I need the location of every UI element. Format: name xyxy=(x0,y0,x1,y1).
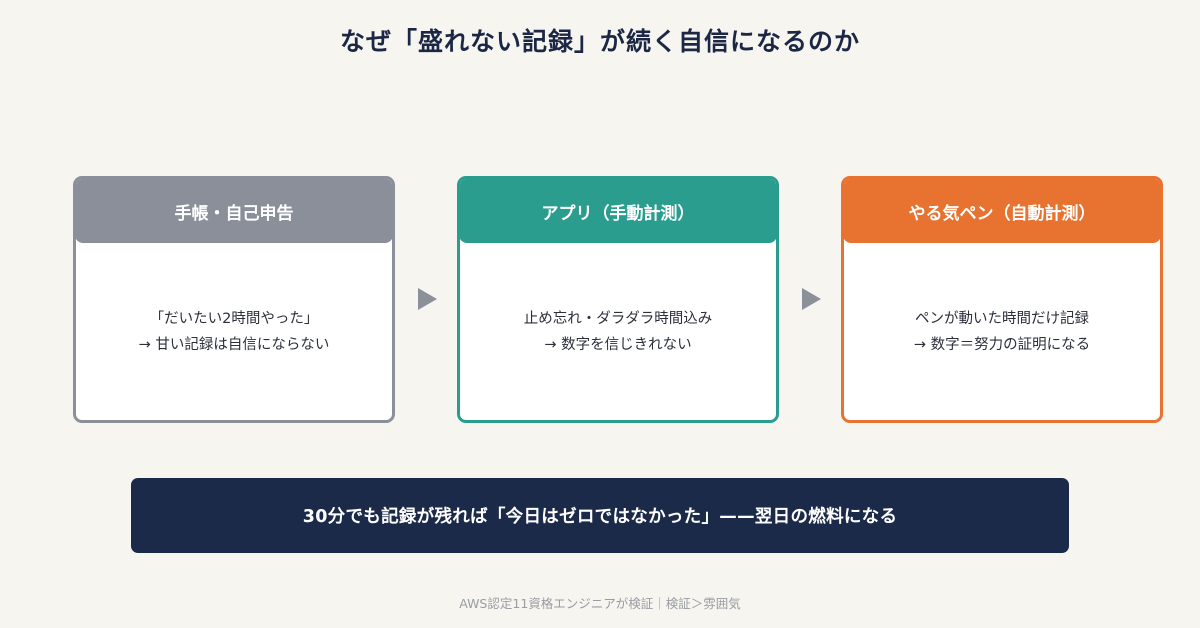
card-line: ペンが動いた時間だけ記録 xyxy=(915,310,1089,327)
arrow-right-icon xyxy=(418,288,437,310)
card-line: → 数字＝努力の証明になる xyxy=(913,336,1091,353)
card-line: 「だいたい2時間やった」 xyxy=(149,310,319,327)
card-body: 「だいたい2時間やった」 → 甘い記録は自信にならない xyxy=(76,243,392,420)
card-app-manual: アプリ（手動計測） 止め忘れ・ダラダラ時間込み → 数字を信じきれない xyxy=(457,176,779,423)
page-title: なぜ「盛れない記録」が続く自信になるのか xyxy=(339,27,860,56)
card-header: アプリ（手動計測） xyxy=(460,179,776,243)
footer-credit: AWS認定11資格エンジニアが検証｜検証＞雰囲気 xyxy=(459,596,741,611)
card-line: 止め忘れ・ダラダラ時間込み xyxy=(523,310,713,327)
card-header: やる気ペン（自動計測） xyxy=(844,179,1160,243)
card-header: 手帳・自己申告 xyxy=(76,179,392,243)
card-notebook-self-report: 手帳・自己申告 「だいたい2時間やった」 → 甘い記録は自信にならない xyxy=(73,176,395,423)
card-line: → 甘い記録は自信にならない xyxy=(138,336,330,353)
arrow-right-icon xyxy=(802,288,821,310)
conclusion-banner: 30分でも記録が残れば「今日はゼロではなかった」——翌日の燃料になる xyxy=(131,478,1069,553)
card-motivation-pen: やる気ペン（自動計測） ペンが動いた時間だけ記録 → 数字＝努力の証明になる xyxy=(841,176,1163,423)
card-body: ペンが動いた時間だけ記録 → 数字＝努力の証明になる xyxy=(844,243,1160,420)
card-line: → 数字を信じきれない xyxy=(544,336,692,353)
card-body: 止め忘れ・ダラダラ時間込み → 数字を信じきれない xyxy=(460,243,776,420)
